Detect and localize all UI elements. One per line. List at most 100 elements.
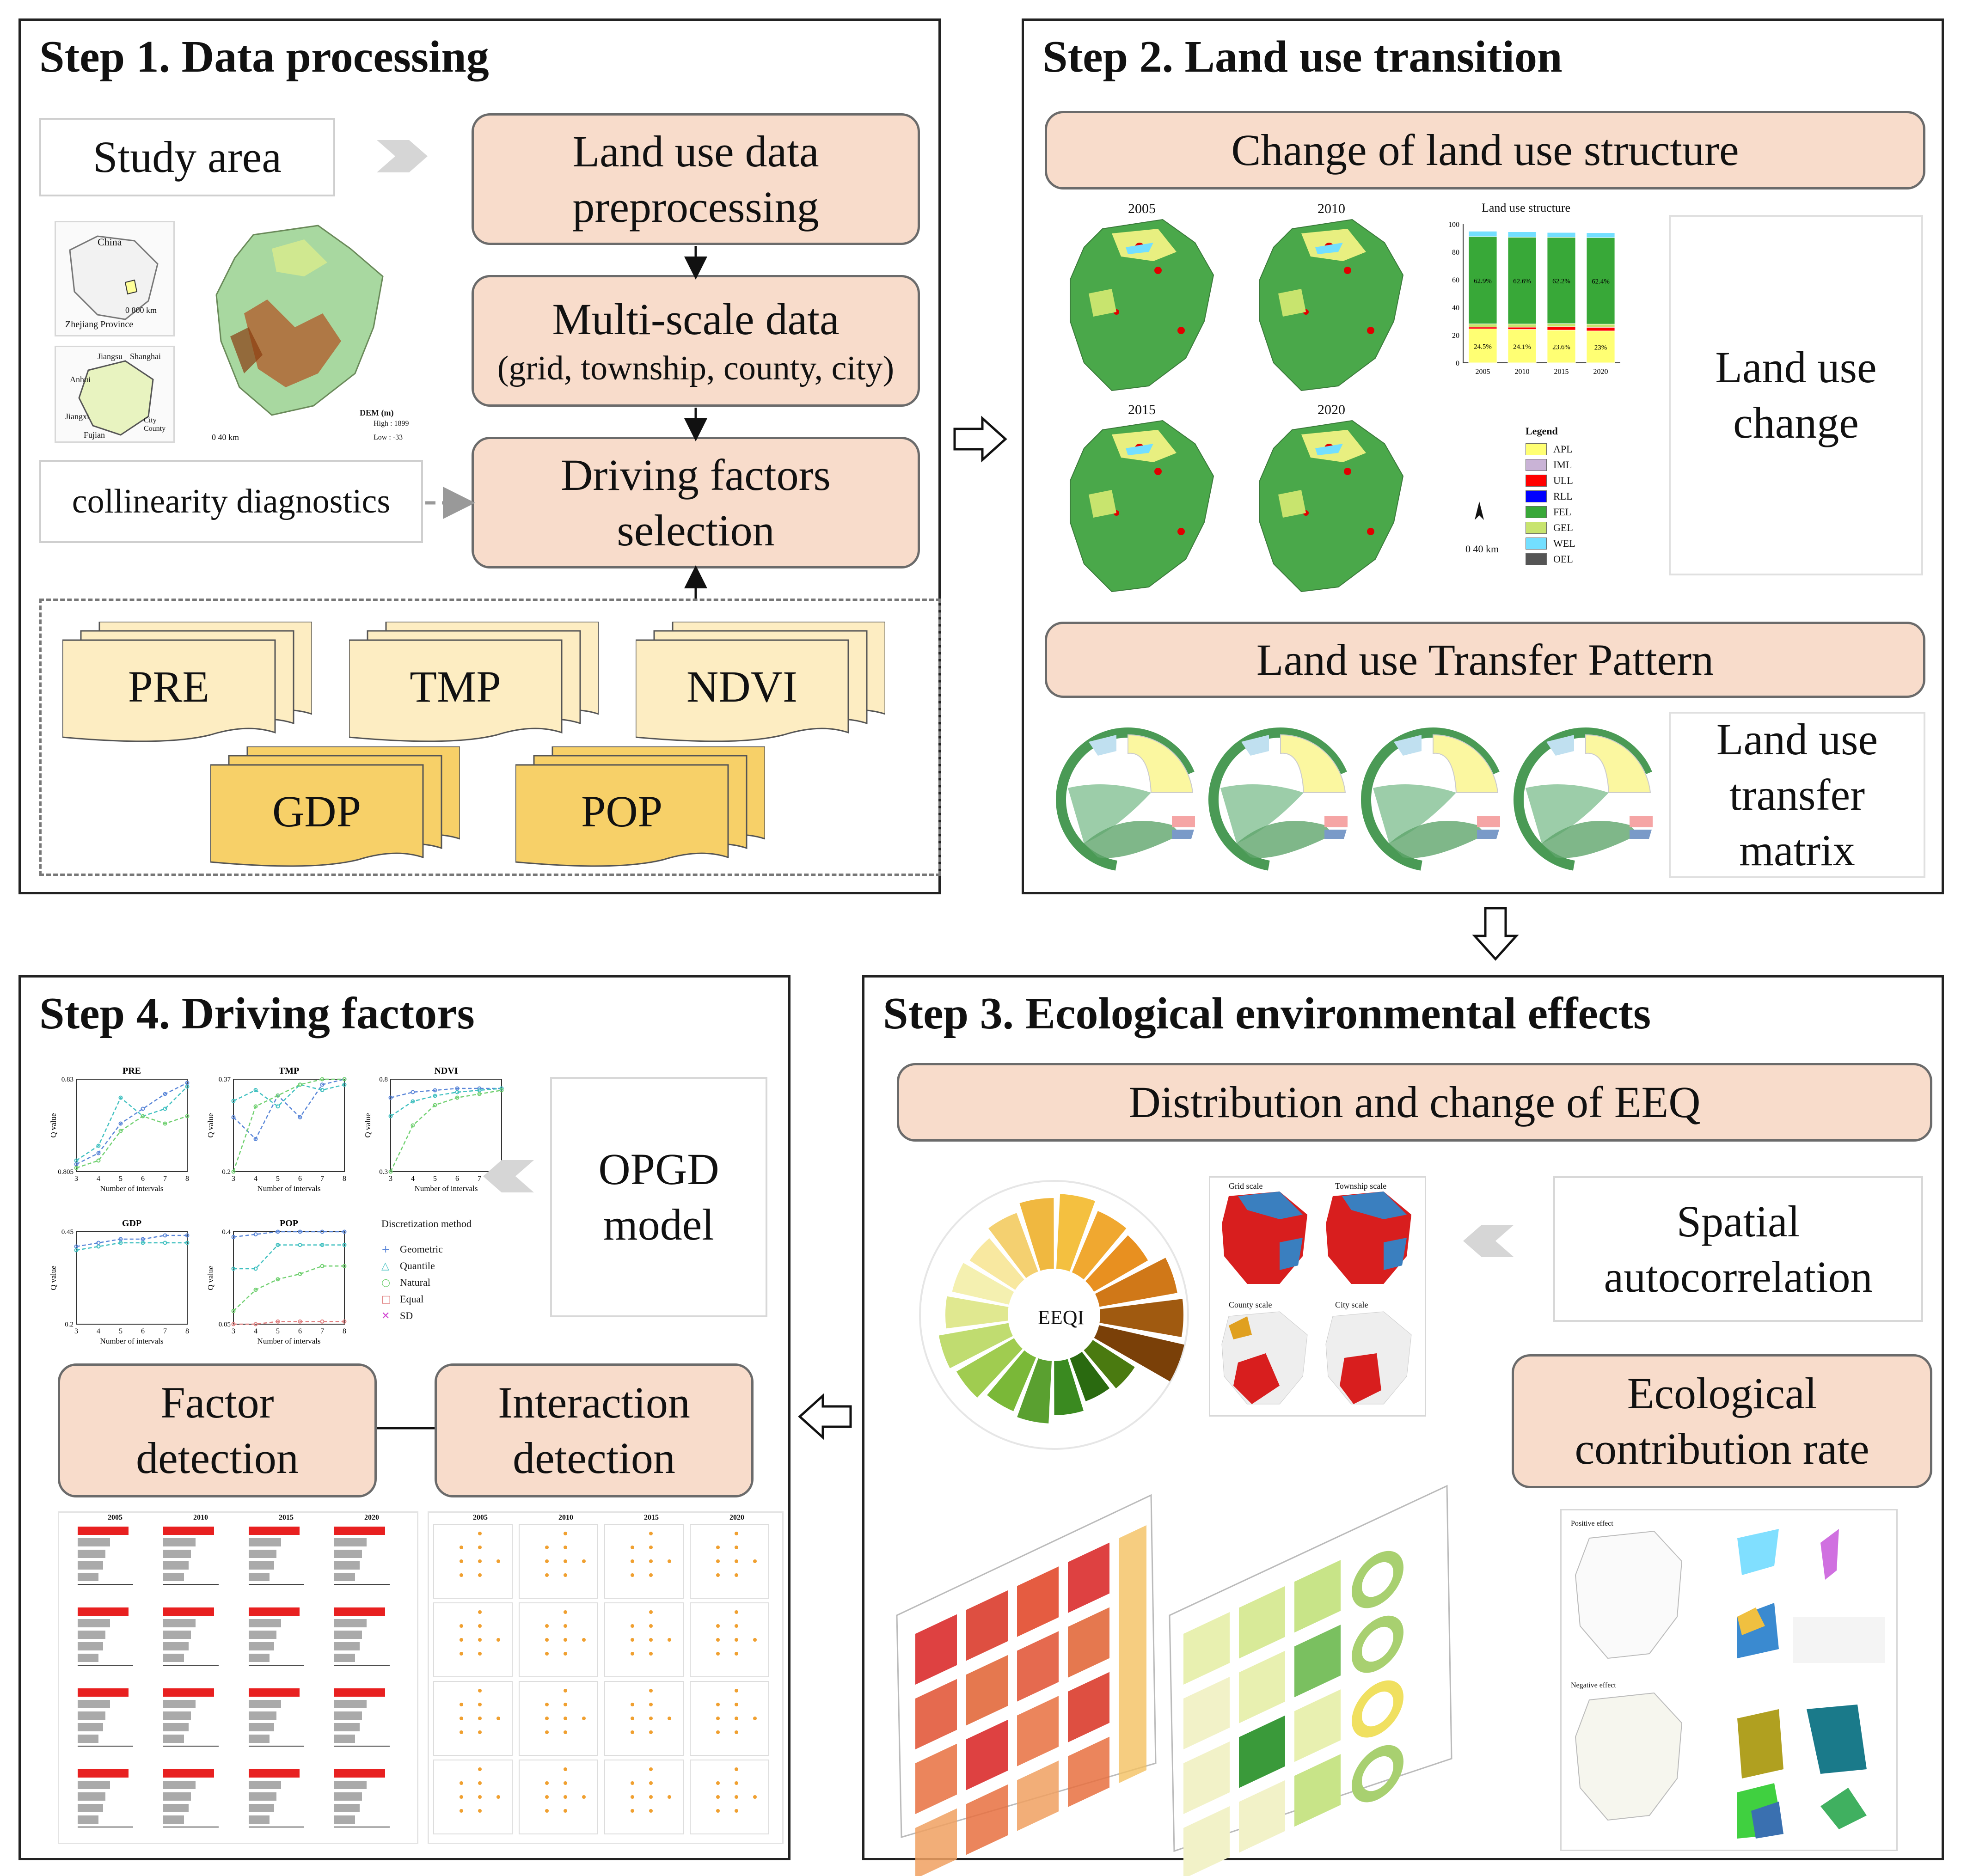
series-point [163,1121,167,1126]
lisa-county-label: County scale [1229,1300,1272,1309]
y-axis-label: Q value [363,1113,372,1137]
disc-legend-item-geometric: +Geometric [381,1241,443,1258]
multiscale-title: Multi-scale data [552,294,840,344]
radial-bar [1084,1340,1135,1389]
legend-label: FEL [1553,506,1572,518]
eco-contribution-label: Ecological contribution rate [1575,1369,1869,1473]
legend-item-rll: RLL [1526,489,1575,504]
series-point [163,1240,167,1245]
dem-scale-label: 0 40 km [212,433,239,442]
chevron-left-icon-2 [483,1160,534,1192]
map-year-2015: 2015 [1128,402,1156,417]
eeq-tilted-maps [896,1485,1452,1876]
series-point [185,1084,190,1089]
legend-label: GEL [1553,522,1573,533]
radial-bar [1095,1258,1177,1307]
jiangxi-label: Jiangxi [65,412,89,421]
y-tick-label: 0.37 [219,1076,231,1083]
x-tick-label: 4 [411,1175,415,1183]
series-point [342,1229,347,1234]
series-point [388,1095,393,1100]
bar-data-label: 62.6% [1513,278,1531,285]
bar-segment-wel [1586,232,1615,238]
gdp-label: GDP [272,787,362,836]
bar-segment-ull [1547,326,1576,330]
legend-marker-icon: □ [381,1293,391,1305]
plot-frame [76,1079,188,1172]
radial-bar [1070,1351,1110,1401]
fd-year-2020: 2020 [364,1514,379,1522]
map-year-2005: 2005 [1128,201,1156,216]
radial-bar [1099,1299,1183,1337]
disc-legend-item-natural: ○Natural [381,1274,443,1291]
series-point [411,1099,415,1104]
id-year-2020: 2020 [729,1514,744,1522]
ndvi-label: NDVI [686,662,797,711]
structure-chart-title: Land use structure [1482,201,1571,214]
interaction-detection-label: Interaction detection [498,1378,690,1483]
legend-item-fel: FEL [1526,504,1575,520]
x-axis-label: Number of intervals [415,1184,478,1193]
series-line [233,1078,344,1172]
tmp-label: TMP [410,662,501,711]
bar-data-label: 62.4% [1592,278,1610,286]
legend-label: WEL [1553,538,1575,549]
y-tick-label: 0.2 [65,1321,74,1328]
x-tick-label: 4 [254,1175,257,1183]
series-line [390,1088,502,1099]
series-point [298,1319,302,1324]
x-tick-label: 2015 [1554,368,1569,376]
bar-data-label: 23.6% [1552,344,1570,351]
arrow-step2-step3 [1472,907,1519,961]
map-year-2010: 2010 [1318,201,1345,216]
series-point [253,1088,258,1093]
series-line [233,1231,344,1238]
y-tick-label: 60 [1452,276,1459,284]
eco-contribution-box: Ecological contribution rate [1512,1354,1932,1488]
scale-800-label: 0 800 km [125,306,157,315]
china-label: China [98,236,122,248]
disc-legend-title: Discretization method [381,1218,472,1229]
bar-segment-ull [1468,327,1497,330]
legend-marker-icon: + [381,1243,390,1255]
series-point [342,1243,347,1247]
series-point [320,1319,325,1324]
study-area-label: Study area [93,132,282,182]
driving-selection-label: Driving factors selection [561,450,831,555]
radial-bar [987,1350,1036,1412]
pre-doc: PRE [62,622,312,746]
distribution-box: Distribution and change of EEQ [897,1063,1932,1142]
pre-label: PRE [128,662,210,711]
series-point [96,1143,101,1148]
plot-frame [390,1079,502,1172]
x-tick-label: 4 [254,1327,257,1335]
series-point [231,1322,236,1326]
bar-segment-wel [1468,231,1497,237]
x-tick-label: 6 [141,1327,145,1335]
y-tick-label: 0.83 [61,1076,74,1083]
x-tick-label: 7 [163,1175,167,1183]
bar-segment-fel [1508,237,1537,324]
x-tick-label: 3 [232,1327,235,1335]
series-point [276,1277,280,1282]
series-point [118,1129,123,1133]
series-point [253,1104,258,1109]
legend-label: ULL [1553,475,1573,486]
series-point [253,1288,258,1292]
chart-title: GDP [122,1218,141,1228]
chart-title: TMP [279,1066,299,1076]
map-scale-label: 0 40 km [1465,543,1499,555]
fujian-label: Fujian [84,430,105,440]
series-point [141,1114,145,1118]
legend-swatch [1526,490,1547,502]
x-tick-label: 7 [320,1327,324,1335]
y-tick-label: 0 [1456,360,1459,367]
y-tick-label: 80 [1452,249,1459,257]
structure-stacked-bar-chart: 02040608010024.5%62.9%200524.1%62.6%2010… [1448,221,1620,376]
y-axis-label: Q value [49,1113,58,1137]
x-tick-label: 8 [185,1327,189,1335]
step3-title: Step 3. Ecological environmental effects [883,989,1651,1039]
y-tick-label: 0.3 [379,1168,388,1176]
radial-bar [1054,1359,1084,1415]
step3-panel: Step 3. Ecological environmental effects… [862,975,1944,1876]
